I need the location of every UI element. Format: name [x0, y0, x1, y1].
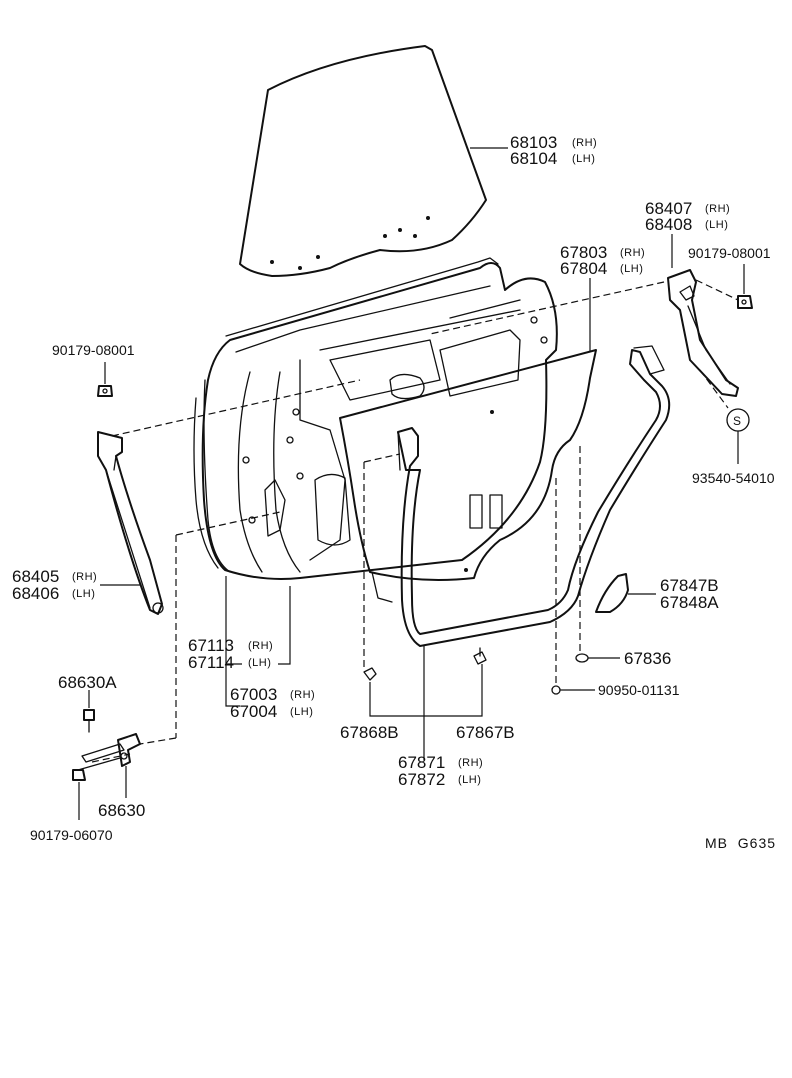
service-hole-cover: [339, 349, 597, 603]
label-67872-side: (LH): [458, 774, 481, 786]
bolt-68630a: [83, 709, 95, 733]
label-67804: 67804: [560, 259, 607, 278]
label-68630a: 68630A: [58, 673, 117, 692]
label-67871: 67871: [398, 753, 445, 772]
label-93540-54010: 93540-54010: [692, 470, 775, 486]
pad-67847b: [595, 573, 629, 613]
label-68104: 68104: [510, 149, 557, 168]
label-67871-side: (RH): [458, 757, 483, 769]
door-weatherstrip: [397, 345, 671, 647]
label-68103: 68103: [510, 133, 557, 152]
leader-clips: [369, 664, 483, 717]
label-67003-side: (RH): [290, 689, 315, 701]
clip-67868b: [363, 667, 377, 681]
label-68405-side: (RH): [72, 571, 97, 583]
label-68103-side: (RH): [572, 137, 597, 149]
door-check-68630: [77, 733, 141, 771]
label-90179-06070: 90179-06070: [30, 827, 113, 843]
label-67836: 67836: [624, 649, 671, 668]
nut-90179-06070: [72, 769, 86, 781]
label-68406: 68406: [12, 584, 59, 603]
bolt-upper-right: [737, 295, 753, 309]
label-67872: 67872: [398, 770, 445, 789]
label-67867b: 67867B: [456, 723, 515, 742]
leader-67113-right: [278, 586, 291, 665]
clip-67867b: [473, 647, 487, 665]
label-68406-side: (LH): [72, 588, 95, 600]
label-90950-01131: 90950-01131: [598, 682, 680, 698]
leader-67003: [225, 664, 240, 707]
label-67113-side: (RH): [248, 640, 273, 652]
label-67803-side: (RH): [620, 247, 645, 259]
front-run-channel: [97, 431, 164, 615]
label-67848a: 67848A: [660, 593, 719, 612]
label-67804-side: (LH): [620, 263, 643, 275]
label-67803: 67803: [560, 243, 607, 262]
label-68408: 68408: [645, 215, 692, 234]
door-panel: [193, 257, 558, 580]
label-67004: 67004: [230, 702, 277, 721]
label-67868b: 67868B: [340, 723, 399, 742]
label-90179-08001-right: 90179-08001: [688, 245, 771, 261]
bolt-upper-left: [97, 385, 113, 397]
label-68630: 68630: [98, 801, 145, 820]
door-glass: [239, 45, 487, 277]
symbol-s: S: [733, 414, 741, 428]
plug-90950: [551, 685, 561, 695]
label-67113: 67113: [188, 636, 234, 655]
clip-67836: [575, 653, 589, 663]
label-90179-08001-left: 90179-08001: [52, 342, 135, 358]
label-68407: 68407: [645, 199, 692, 218]
label-68408-side: (LH): [705, 219, 728, 231]
label-67004-side: (LH): [290, 706, 313, 718]
label-67003: 67003: [230, 685, 277, 704]
label-68104-side: (LH): [572, 153, 595, 165]
label-67847b: 67847B: [660, 576, 719, 595]
label-67114: 67114: [188, 653, 234, 672]
diagram-code: MB G635: [705, 835, 776, 851]
alignment-lines: [91, 279, 739, 763]
rear-run-channel: [667, 269, 739, 397]
label-68407-side: (RH): [705, 203, 730, 215]
label-67114-side: (LH): [248, 657, 271, 669]
label-68405: 68405: [12, 567, 59, 586]
